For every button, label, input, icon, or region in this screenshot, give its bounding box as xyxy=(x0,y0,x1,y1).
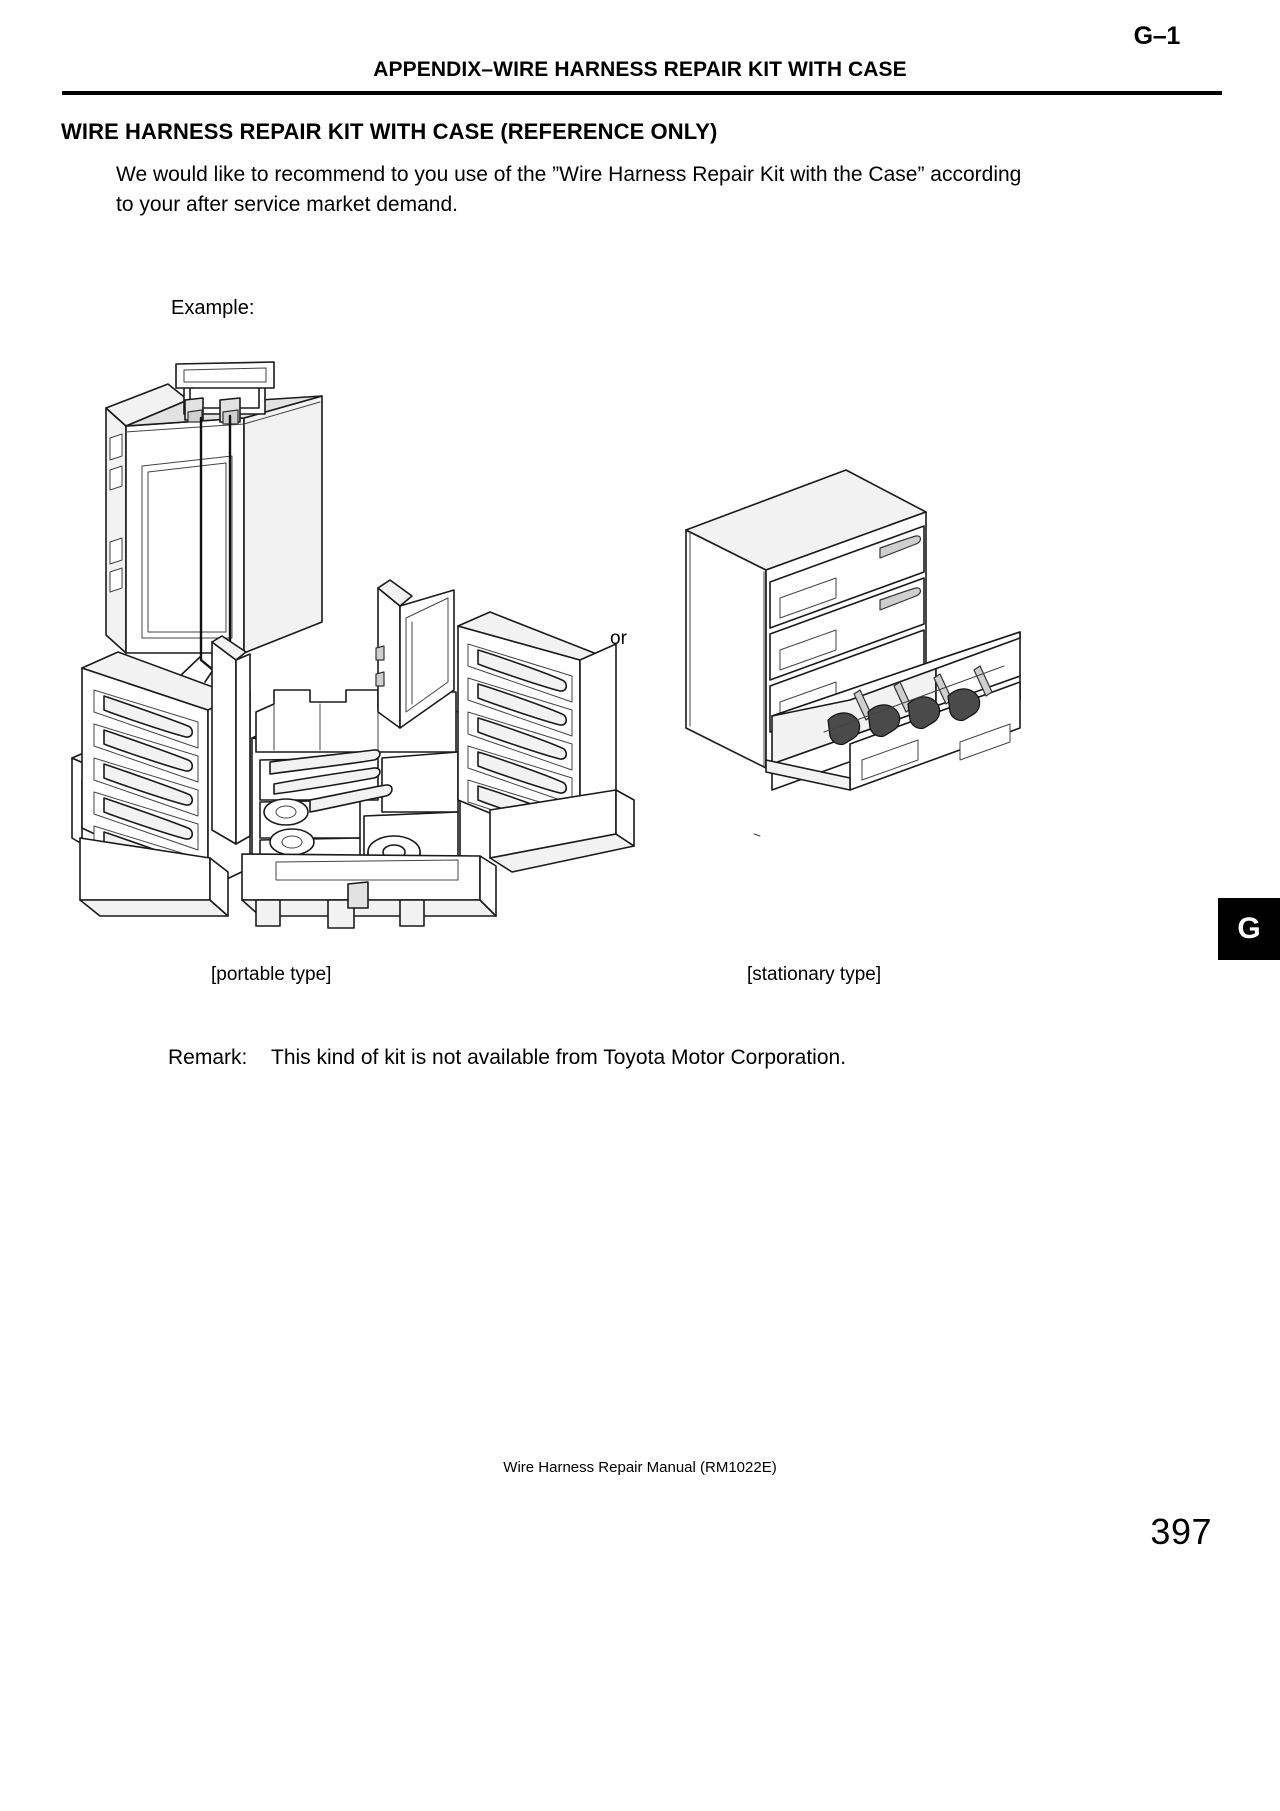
intro-paragraph: We would like to recommend to you use of… xyxy=(116,163,1022,216)
document-header-title: APPENDIX–WIRE HARNESS REPAIR KIT WITH CA… xyxy=(373,58,907,81)
stationary-cabinet xyxy=(685,469,1021,837)
section-tab-letter: G xyxy=(1237,912,1261,945)
page-corner-reference: G–1 xyxy=(1133,22,1181,50)
portable-case-open-trays xyxy=(71,579,635,929)
illustration-svg xyxy=(71,361,1021,929)
caption-portable-type: [portable type] xyxy=(211,964,332,985)
section-thumb-tab: G xyxy=(1218,898,1280,960)
figure-illustrations xyxy=(60,360,1060,960)
figure-or-connector: or xyxy=(610,628,627,649)
section-title: WIRE HARNESS REPAIR KIT WITH CASE (REFER… xyxy=(61,118,718,144)
caption-stationary-type: [stationary type] xyxy=(747,964,882,985)
example-label: Example: xyxy=(171,297,255,319)
page-number: 397 xyxy=(1150,1511,1212,1552)
remark-label: Remark: xyxy=(168,1046,248,1069)
header-divider-rule xyxy=(62,91,1222,95)
remark-row: Remark: This kind of kit is not available… xyxy=(168,1046,846,1070)
footer-manual-reference: Wire Harness Repair Manual (RM1022E) xyxy=(503,1459,777,1476)
portable-case-closed xyxy=(105,361,323,691)
remark-text: This kind of kit is not available from T… xyxy=(271,1046,847,1069)
